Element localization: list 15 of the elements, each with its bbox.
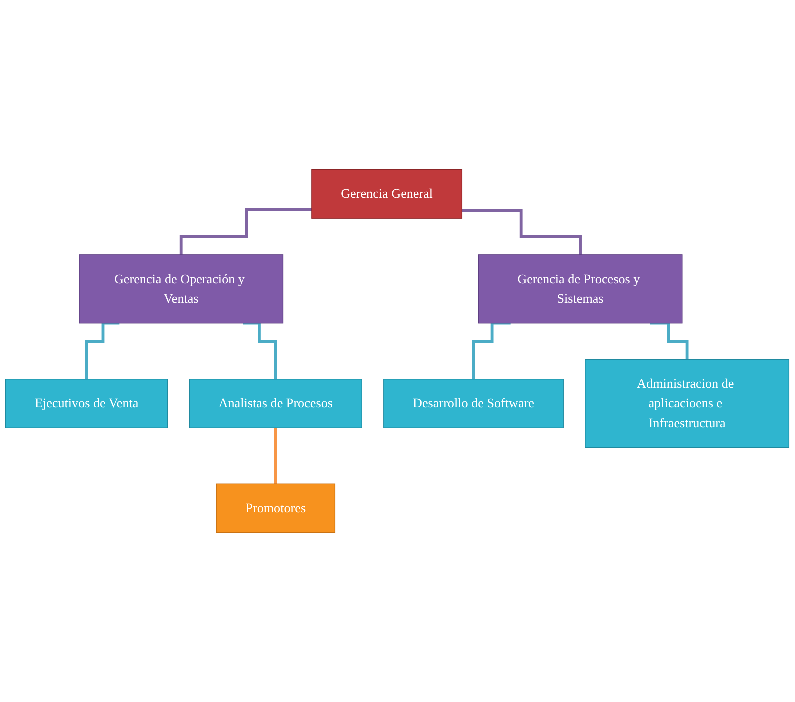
connector bbox=[274, 426, 278, 486]
node-box: Gerencia de Operación y Ventas bbox=[79, 254, 284, 324]
node-box: Promotores bbox=[216, 483, 336, 533]
connector bbox=[472, 322, 511, 380]
connector bbox=[243, 322, 278, 380]
node-box: Gerencia de Procesos y Sistemas bbox=[478, 254, 683, 324]
node-box: Desarrollo de Software bbox=[384, 378, 564, 428]
node-box: Gerencia General bbox=[312, 169, 463, 219]
node-box: Administracion de aplicacioens e Infraestructura bbox=[585, 359, 790, 448]
node-box: Ejecutivos de Venta bbox=[5, 378, 168, 428]
connector bbox=[462, 208, 582, 256]
connector bbox=[180, 208, 312, 256]
connector bbox=[650, 322, 689, 361]
node-box: Analistas de Procesos bbox=[189, 378, 362, 428]
connector bbox=[85, 322, 120, 380]
